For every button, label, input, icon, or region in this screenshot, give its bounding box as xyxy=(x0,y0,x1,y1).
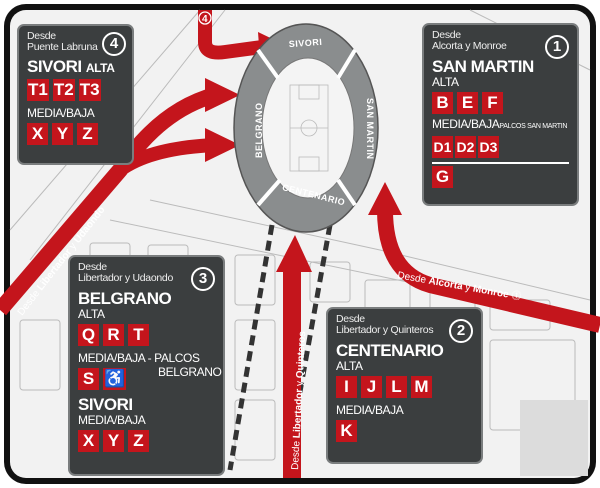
gate-tile: D1 xyxy=(432,136,453,158)
route-number: 4 xyxy=(102,32,126,56)
level-label: MEDIA/BAJA xyxy=(27,106,95,120)
gate-tile: S xyxy=(78,368,99,390)
svg-text:Desde Libertador y Quinteros: Desde Libertador y Quinteros xyxy=(290,330,308,470)
from-place: Libertador y Udaondo xyxy=(78,272,173,284)
section-belgrano: BELGRANO xyxy=(254,103,264,159)
gate-tile: X xyxy=(78,430,99,452)
route-1 xyxy=(377,209,600,333)
gate-tile: Y xyxy=(52,123,73,145)
gate-tile: R xyxy=(103,324,124,346)
access-box-libertador-udaondo: Desde Libertador y Udaondo 3 BELGRANO AL… xyxy=(68,255,225,476)
gate-tile: D2 xyxy=(455,136,476,158)
wheelchair-icon: ♿ xyxy=(103,368,127,390)
gate-tile: Z xyxy=(77,123,98,145)
svg-text:4: 4 xyxy=(202,14,208,25)
gate-tile: K xyxy=(336,420,357,442)
route-number: 3 xyxy=(191,267,215,291)
section-name: SAN MARTIN xyxy=(432,57,534,76)
route-4 xyxy=(198,10,263,60)
gate-tile: I xyxy=(336,376,357,398)
gate-tile: Z xyxy=(128,430,149,452)
section-san-martin: SAN MARTIN xyxy=(365,98,375,160)
section-name: CENTENARIO xyxy=(336,341,444,360)
route-3-branch xyxy=(115,138,216,176)
level-label: ALTA xyxy=(85,61,115,75)
street-dashed-line xyxy=(227,224,275,471)
gate-tile: T1 xyxy=(27,79,49,101)
level-label: ALTA xyxy=(432,75,459,89)
stadium: SIVORI SAN MARTIN CENTENARIO BELGRANO xyxy=(233,23,379,233)
from-place: Libertador y Quinteros xyxy=(336,324,434,336)
access-box-alcorta-monroe: Desde Alcorta y Monroe 1 SAN MARTIN ALTA… xyxy=(422,23,579,206)
gate-tile: B xyxy=(432,92,453,114)
from-place: Alcorta y Monroe xyxy=(432,40,507,52)
level-label: MEDIA/BAJA xyxy=(78,413,146,427)
level-label: ALTA xyxy=(336,359,363,373)
section-name: SIVORI ALTA xyxy=(27,57,115,76)
from-label: Desde xyxy=(27,30,56,42)
gate-tile: Y xyxy=(103,430,124,452)
palcos-label: BELGRANO xyxy=(158,365,222,379)
route-number: 1 xyxy=(545,35,569,59)
gate-tile: E xyxy=(457,92,478,114)
gate-tile: T3 xyxy=(78,79,101,101)
gate-tile: T xyxy=(128,324,149,346)
section-sivori: SIVORI xyxy=(288,37,322,49)
gate-tile: Q xyxy=(78,324,99,346)
level-label: MEDIA/BAJA xyxy=(432,117,500,131)
level-label: ALTA xyxy=(78,307,105,321)
access-box-libertador-quinteros: Desde Libertador y Quinteros 2 CENTENARI… xyxy=(326,307,483,464)
palcos-label: PALCOS SAN MARTIN xyxy=(499,123,568,130)
section-name: BELGRANO xyxy=(78,289,172,308)
gate-tile: T2 xyxy=(52,79,75,101)
gate-tile: X xyxy=(27,123,48,145)
from-label: Desde xyxy=(336,313,365,325)
from-place: Puente Labruna xyxy=(27,41,98,53)
gate-tile: J xyxy=(361,376,382,398)
divider xyxy=(432,162,569,164)
section-name: SIVORI xyxy=(78,395,133,414)
level-label: MEDIA/BAJA - PALCOS xyxy=(78,351,200,365)
gate-tile: G xyxy=(432,166,453,188)
route-number: 2 xyxy=(449,319,473,343)
level-label: MEDIA/BAJA xyxy=(336,403,404,417)
gate-tile: M xyxy=(411,376,432,398)
gate-tile: D3 xyxy=(478,136,499,158)
from-label: Desde xyxy=(432,29,461,41)
gate-tile: F xyxy=(482,92,503,114)
from-label: Desde xyxy=(78,261,107,273)
gate-tile: L xyxy=(386,376,407,398)
